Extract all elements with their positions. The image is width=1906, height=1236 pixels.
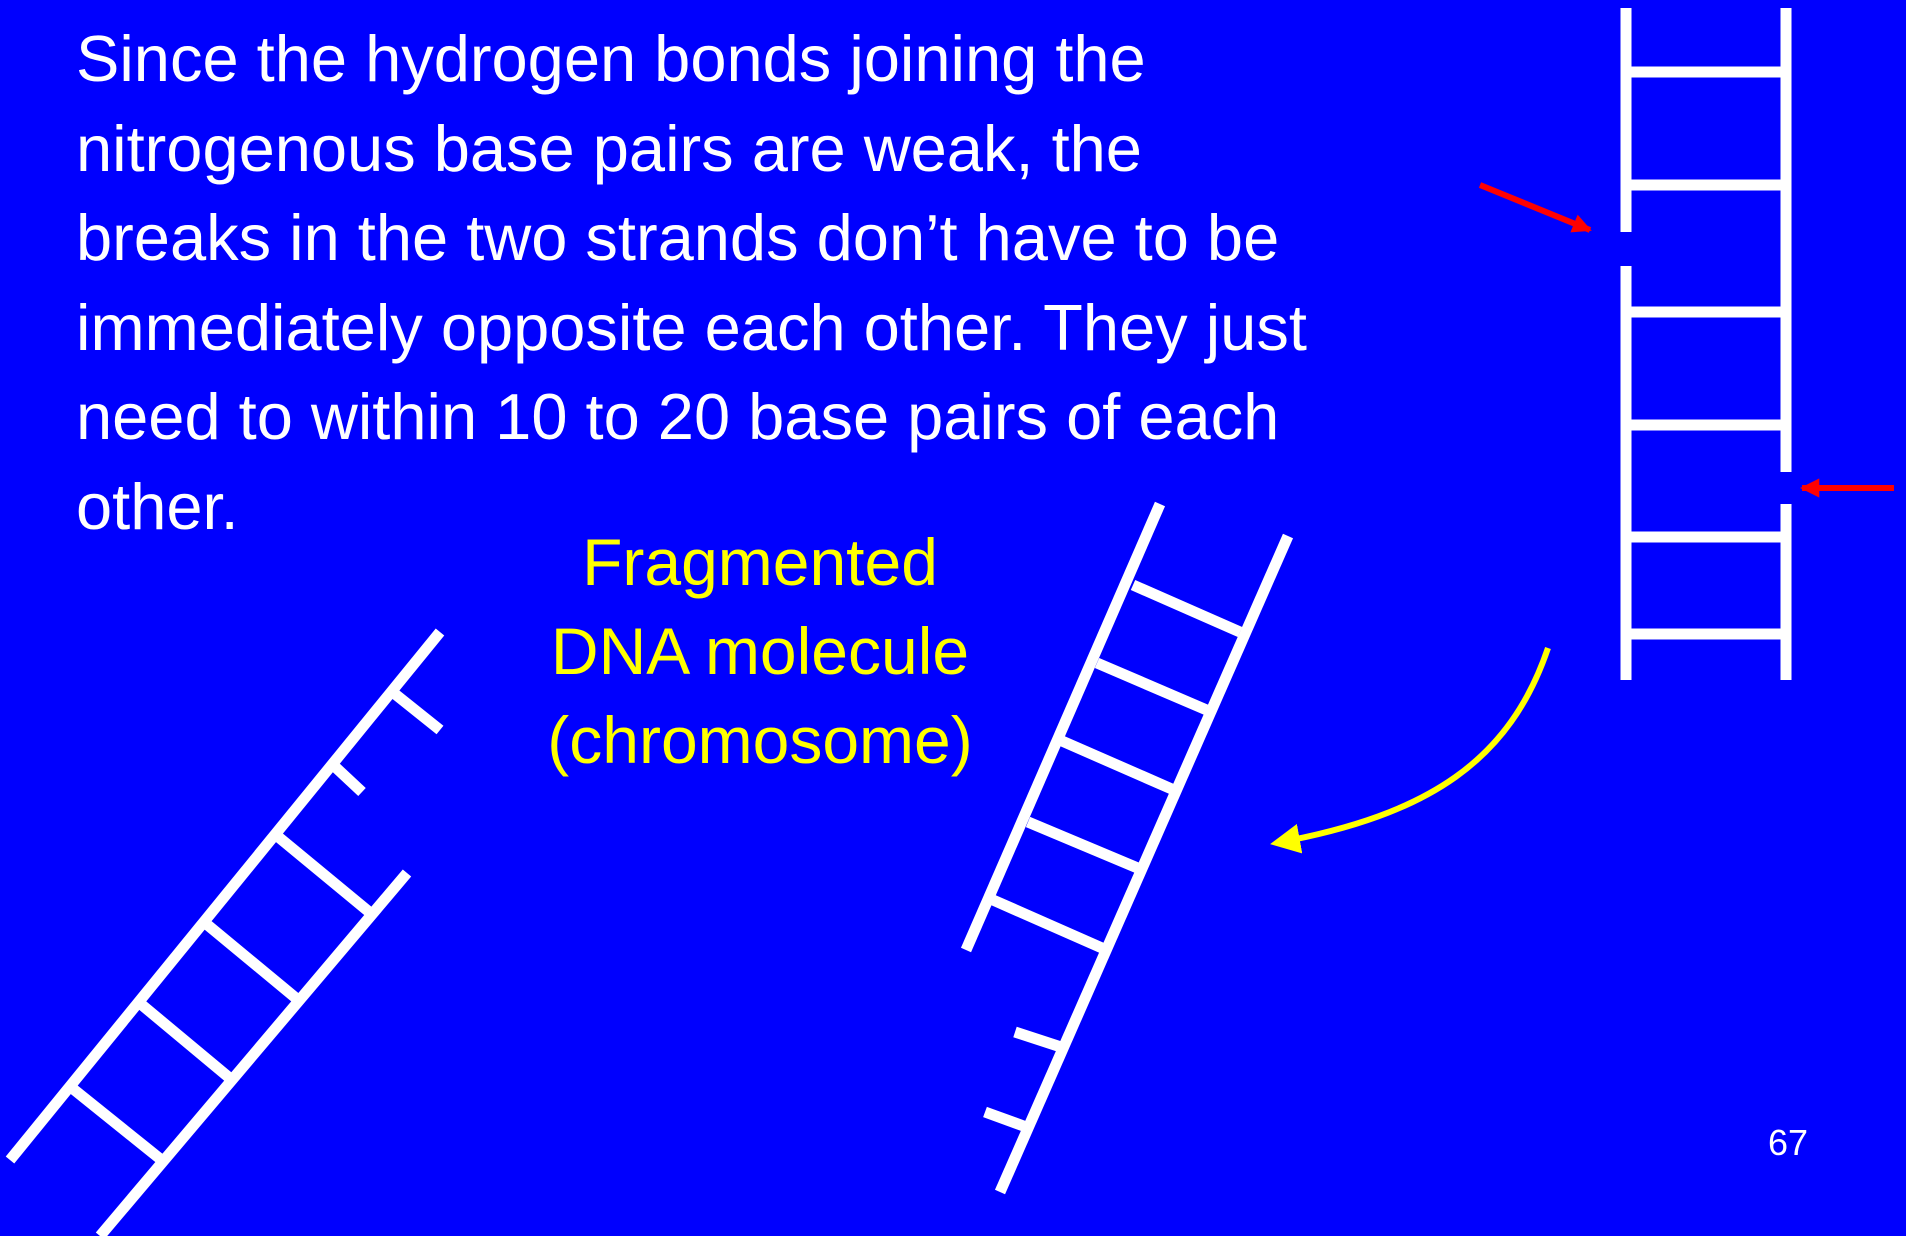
fragment-rung xyxy=(272,830,372,916)
fragment-rung-stub xyxy=(327,758,366,797)
fragment-rung xyxy=(132,995,236,1085)
dna-ladder-upright xyxy=(1620,8,1792,680)
fragment-rung-stub xyxy=(1013,1026,1066,1054)
fragment-rung xyxy=(1059,735,1177,796)
curved-arrow-icon xyxy=(1270,647,1551,854)
caption-line: DNA molecule xyxy=(550,614,970,688)
fragment-caption: Fragmented DNA molecule (chromosome) xyxy=(460,518,1060,785)
fragment-rung-stub xyxy=(983,1106,1031,1134)
fragment-rung xyxy=(1094,657,1212,717)
caption-line: Fragmented xyxy=(582,525,938,599)
fragment-rung xyxy=(990,894,1105,954)
caption-line: (chromosome) xyxy=(547,703,973,777)
body-line: other. xyxy=(76,469,239,543)
fragment-strand xyxy=(960,501,1166,953)
fragment-strand xyxy=(95,869,412,1236)
fragment-rung xyxy=(1025,816,1143,875)
red-arrow-icon xyxy=(1478,182,1592,233)
body-line: nitrogenous base pairs are weak, the xyxy=(76,111,1142,185)
fragment-rung xyxy=(200,917,301,1004)
page-number: 67 xyxy=(1768,1122,1809,1163)
body-line: need to within 10 to 20 base pairs of ea… xyxy=(76,380,1280,453)
fragment-rung xyxy=(63,1079,168,1167)
dna-fragment-middle xyxy=(960,501,1294,1195)
fragment-rung xyxy=(1130,579,1243,638)
fragment-rung-stub xyxy=(386,685,444,735)
body-line: immediately opposite each other. They ju… xyxy=(76,290,1307,364)
fragment-strand xyxy=(5,628,445,1164)
dna-fragment-left xyxy=(5,628,445,1236)
fragment-strand xyxy=(994,533,1294,1195)
body-line: Since the hydrogen bonds joining the xyxy=(76,22,1146,95)
body-text: Since the hydrogen bonds joining the nit… xyxy=(76,14,1536,551)
body-line: breaks in the two strands don’t have to … xyxy=(76,201,1280,274)
